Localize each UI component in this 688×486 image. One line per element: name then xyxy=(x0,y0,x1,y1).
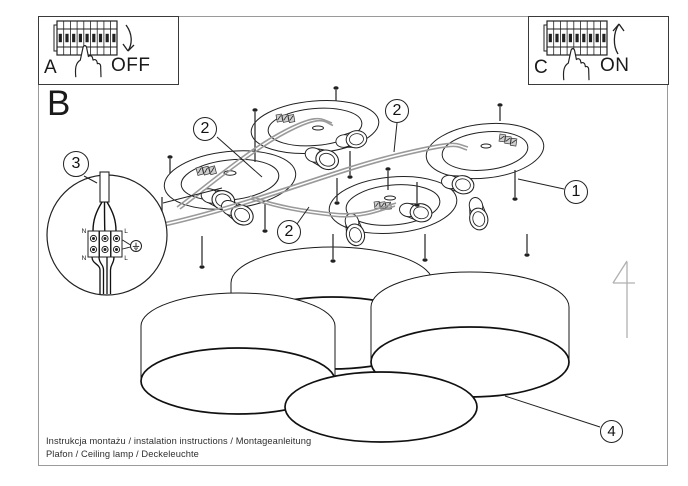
step-b-label: B xyxy=(47,84,71,123)
footer-line-product: Plafon / Ceiling lamp / Deckeleuchte xyxy=(46,449,199,459)
callout-2-middle: 2 xyxy=(277,220,301,244)
step-c-label: C xyxy=(534,57,548,78)
callout-4: 4 xyxy=(600,420,623,443)
step-box-c xyxy=(528,16,669,85)
callout-2-left: 2 xyxy=(193,117,217,141)
switch-state-on: ON xyxy=(600,55,630,76)
switch-state-off: OFF xyxy=(111,55,151,76)
main-panel-frame xyxy=(38,16,668,466)
callout-2-top: 2 xyxy=(385,99,409,123)
step-box-a xyxy=(38,16,179,85)
callout-1: 1 xyxy=(564,180,588,204)
callout-3: 3 xyxy=(63,151,89,177)
step-a-label: A xyxy=(44,57,57,78)
footer-line-instructions: Instrukcja montażu / instalation instruc… xyxy=(46,436,312,446)
